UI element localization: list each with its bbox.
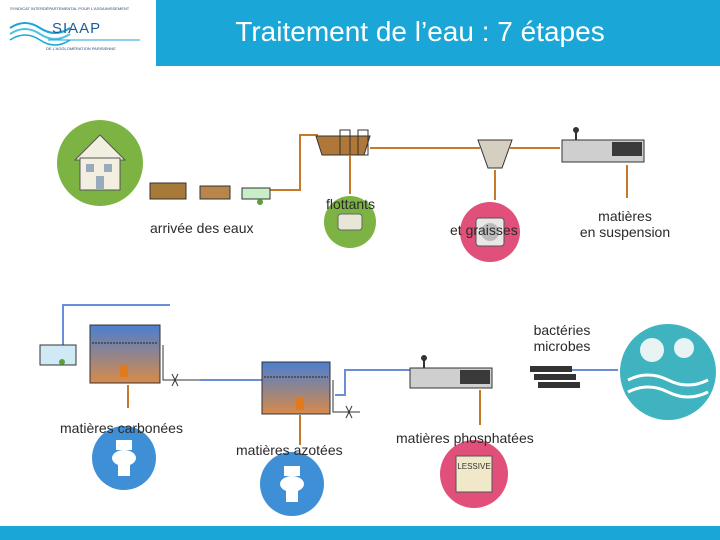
label-matieres-suspension-line1: matières — [598, 208, 652, 224]
sables-circle — [460, 202, 520, 262]
bottom-bar — [0, 526, 720, 540]
house-circle — [57, 120, 143, 206]
label-bacteries-line1: bactéries — [533, 322, 591, 338]
label-bacteries-line2: microbes — [533, 338, 591, 354]
logo-line-bottom: DE L'AGGLOMÉRATION PARISIENNE — [46, 46, 116, 51]
page-title: Traitement de l’eau : 7 étapes — [235, 16, 605, 47]
bio-tank-carbon — [39, 324, 200, 387]
screening-unit — [315, 129, 371, 156]
label-sables-graisses: et graisses — [450, 222, 518, 238]
label-flottants: flottants — [326, 196, 376, 212]
label-carbonees: matières carbonées — [60, 420, 183, 436]
toilet-circle-nitrogen — [260, 452, 324, 516]
label-bacteries: bactéries microbes — [520, 322, 604, 354]
logo-line-top: SYNDICAT INTERDÉPARTEMENTAL POUR L'ASSAI… — [10, 6, 130, 11]
label-phosphatees: matières phosphatées — [396, 430, 534, 446]
flottants-circle — [324, 196, 376, 248]
blue-pipeline — [62, 304, 618, 396]
siaap-logo: SYNDICAT INTERDÉPARTEMENTAL POUR L'ASSAI… — [0, 0, 156, 66]
label-arrivee: arrivée des eaux — [150, 220, 254, 236]
primary-settler — [561, 127, 645, 163]
grit-separator — [477, 139, 513, 169]
tertiary-settler — [409, 355, 580, 389]
bio-tank-nitrogen — [261, 361, 360, 419]
detergent-circle — [440, 440, 508, 508]
detergent-label: LESSIVE — [457, 462, 490, 471]
logo-name: SIAAP — [52, 20, 102, 37]
label-azotees: matières azotées — [236, 442, 343, 458]
top-pipeline — [270, 134, 560, 191]
label-matieres-suspension-line2: en suspension — [579, 224, 671, 240]
inflow-basins — [149, 182, 271, 205]
toilet-circle-carbon — [92, 426, 156, 490]
river-circle — [620, 324, 716, 420]
logo-wave-icon — [9, 22, 140, 46]
label-matieres-suspension: matières en suspension — [566, 208, 684, 240]
header-bar: SYNDICAT INTERDÉPARTEMENTAL POUR L'ASSAI… — [0, 0, 720, 66]
